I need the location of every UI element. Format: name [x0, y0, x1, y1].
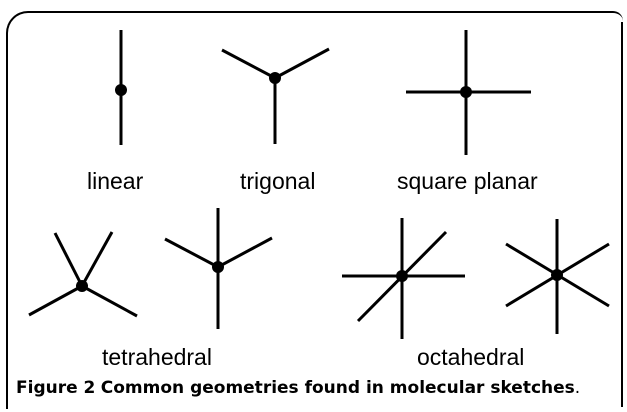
octahedral-label: octahedral: [417, 344, 525, 370]
trigonal-geometry: [221, 47, 330, 144]
square-planar-geometry: [406, 30, 531, 155]
trigonal-label: trigonal: [240, 168, 316, 194]
figure-caption: Figure 2 Common geometries found in mole…: [16, 380, 580, 397]
linear-geometry: [115, 30, 127, 145]
tetrahedral-geometry-left: [28, 231, 138, 318]
octahedral-geometry-right: [505, 219, 610, 334]
caption-period: .: [574, 378, 581, 398]
figure-frame: [6, 11, 623, 409]
square-planar-label: square planar: [397, 168, 538, 194]
tetrahedral-geometry-right: [164, 208, 273, 329]
figure-frame-right-edge: [621, 22, 623, 407]
octahedral-geometry-left: [342, 218, 465, 339]
figure-number: Figure 2: [16, 378, 96, 398]
linear-label: linear: [87, 168, 144, 194]
tetrahedral-label: tetrahedral: [102, 344, 212, 370]
caption-text: Common geometries found in molecular ske…: [100, 378, 575, 398]
